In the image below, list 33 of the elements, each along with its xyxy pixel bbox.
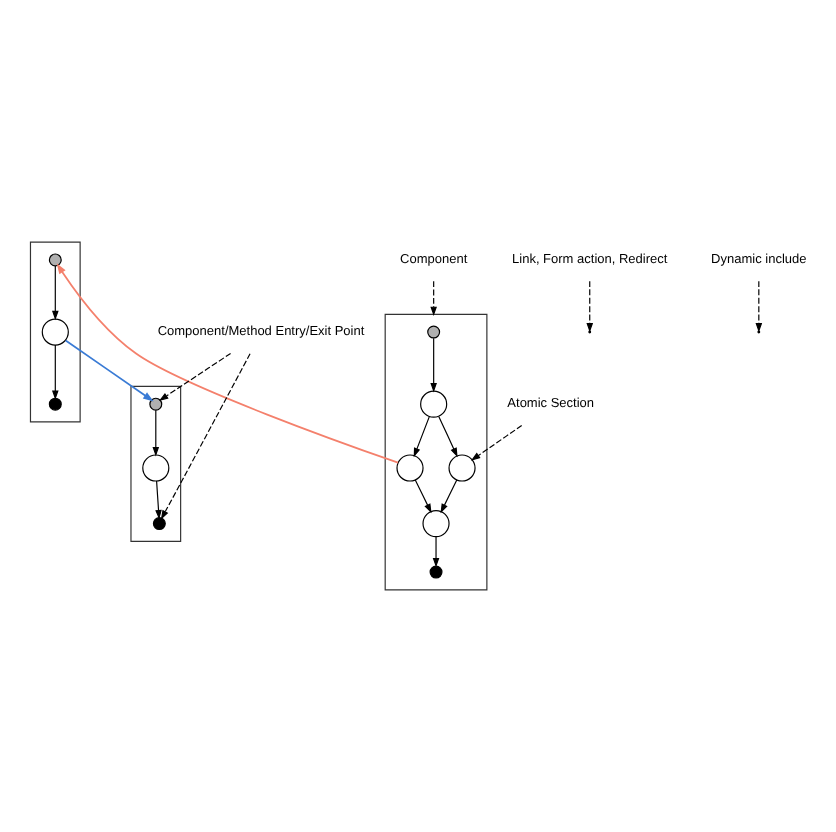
arrow	[64, 339, 154, 402]
node-circle	[396, 454, 424, 482]
node-circle	[448, 454, 476, 482]
cluster	[130, 385, 182, 542]
cluster	[384, 313, 488, 591]
node-circle	[149, 397, 163, 411]
node-circle	[422, 510, 450, 538]
arrow	[52, 344, 59, 400]
arrow	[586, 280, 594, 333]
arrow	[160, 353, 251, 520]
node-circle	[152, 517, 166, 531]
node-circle	[41, 318, 69, 346]
arrow	[158, 352, 232, 401]
arrow	[430, 337, 437, 393]
arrow	[440, 479, 458, 514]
arrow	[152, 409, 160, 457]
arrow	[56, 263, 399, 464]
arrow	[470, 424, 523, 461]
arrow	[438, 416, 458, 458]
arrow	[432, 536, 440, 568]
node-circle	[429, 565, 443, 579]
node-circle	[427, 325, 441, 339]
node-circle	[48, 253, 62, 267]
cluster	[29, 241, 81, 423]
arrow	[52, 265, 59, 321]
arrow	[414, 479, 432, 514]
node-circle	[420, 390, 448, 418]
arrow	[430, 280, 437, 317]
arrow	[155, 480, 162, 520]
arrow	[755, 280, 763, 333]
node-circle	[142, 454, 170, 482]
node-circle	[48, 397, 62, 411]
arrow	[413, 416, 430, 458]
